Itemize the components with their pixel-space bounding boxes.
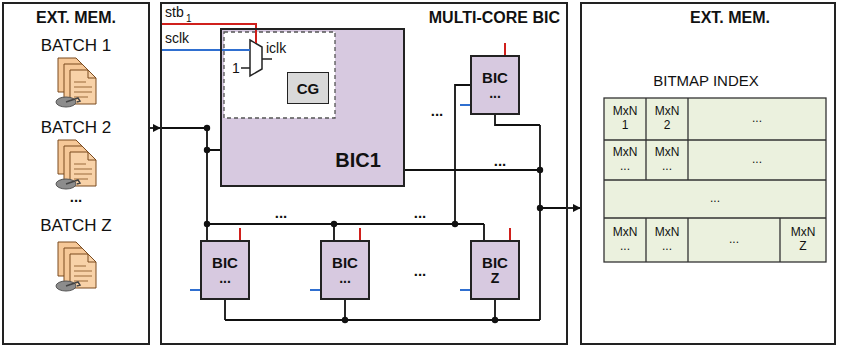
- signal-name: stb: [165, 4, 184, 20]
- mux-symbol: [250, 40, 262, 76]
- memory-panel: EXT. MEM.: [580, 2, 836, 345]
- table-cell: MxN ...: [613, 146, 638, 174]
- clock-gating-box: CG: [287, 72, 329, 104]
- table-cell: MxN 2: [655, 105, 680, 133]
- node-subtitle: Z: [491, 271, 500, 286]
- table-cell: MxN ...: [655, 146, 680, 174]
- table-cell: ...: [710, 192, 720, 206]
- bic-core: BIC...: [470, 55, 520, 115]
- table-cell: MxN Z: [791, 226, 816, 254]
- node-title: BIC: [482, 254, 508, 271]
- document-icons: [56, 58, 96, 291]
- table-cell: ...: [752, 153, 762, 167]
- bic-fill: [220, 28, 405, 187]
- table-cell: MxN ...: [613, 226, 638, 254]
- node-subtitle: ...: [339, 271, 351, 286]
- signal-name: iclk: [266, 40, 286, 56]
- batch-label: BATCH 1: [41, 36, 112, 56]
- ellipsis: ...: [414, 204, 427, 221]
- signal-subscript: 1: [186, 13, 192, 24]
- node-title: BIC1: [335, 149, 381, 172]
- node-subtitle: ...: [489, 86, 501, 101]
- bic-core: BICZ: [470, 240, 520, 300]
- node-title: MULTI-CORE BIC: [429, 9, 560, 27]
- node-title: BIC: [212, 254, 238, 271]
- table-cell: MxN 1: [613, 105, 638, 133]
- table-cell: ...: [729, 233, 739, 247]
- clock-gate-region: [224, 32, 335, 118]
- node-title: CG: [297, 80, 320, 97]
- ellipsis: ...: [414, 262, 427, 279]
- table-title: BITMAP INDEX: [653, 72, 759, 89]
- ellipsis: ...: [494, 152, 507, 169]
- node-title: BIC: [482, 69, 508, 86]
- ellipsis: ...: [70, 188, 83, 205]
- bus-junctions: [204, 125, 543, 323]
- node-title: EXT. MEM.: [690, 9, 770, 27]
- bic-core: BIC...: [200, 240, 250, 300]
- ellipsis: ...: [431, 102, 444, 119]
- signal-name: sclk: [165, 30, 189, 46]
- node-subtitle: ...: [219, 271, 231, 286]
- bic-core: BIC1 CG: [220, 28, 405, 187]
- multicore-panel: MULTI-CORE BICBIC1CGBIC...BIC...BIC...BI…: [160, 2, 568, 345]
- batch-label: BATCH Z: [40, 216, 111, 236]
- bic-core: BIC...: [320, 240, 370, 300]
- ellipsis: ...: [275, 204, 288, 221]
- mux-input: 1: [232, 60, 240, 76]
- table-cell: MxN ...: [655, 226, 680, 254]
- data-arrow: [150, 127, 160, 129]
- node-title: BIC: [332, 254, 358, 271]
- node-title: EXT. MEM.: [36, 9, 116, 27]
- table-cell: ...: [752, 112, 762, 126]
- data-arrow: [568, 207, 580, 209]
- batch-label: BATCH 2: [41, 118, 112, 138]
- bitmap-table: [604, 98, 826, 262]
- strobe-wires: [162, 24, 510, 240]
